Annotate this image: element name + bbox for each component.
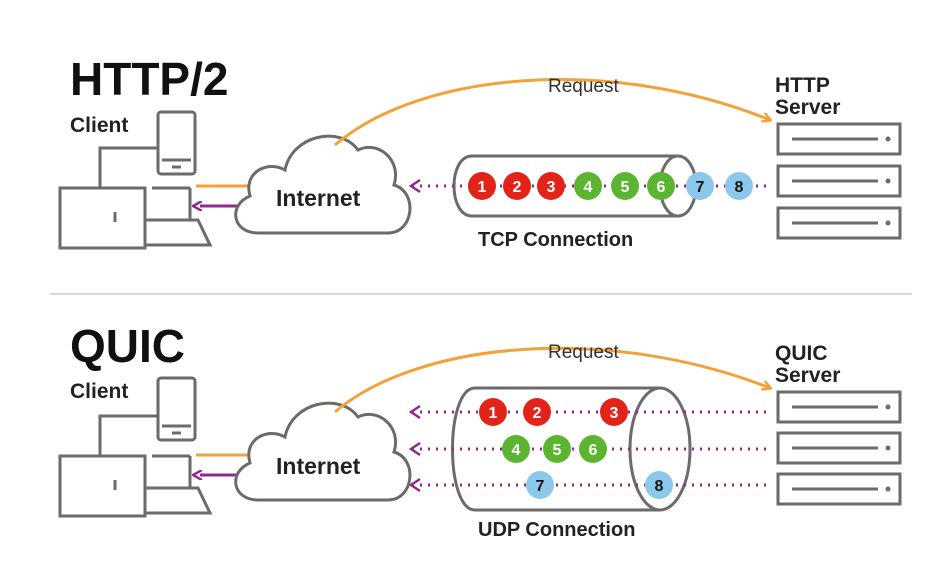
http2-title: HTTP/2 — [70, 53, 228, 105]
udp-packet-8-label: 8 — [655, 478, 664, 495]
tcp-packets: 1 2 3 4 5 6 7 8 — [468, 172, 753, 200]
udp-packet-5-circle — [543, 435, 571, 463]
quic-request-arrow — [334, 346, 770, 414]
tcp-packet-4: 4 — [574, 172, 602, 200]
tcp-packet-8-circle — [725, 172, 753, 200]
udp-packet-4-label: 4 — [512, 442, 521, 459]
tcp-packet-6-circle — [647, 172, 675, 200]
udp-packet-2-circle — [523, 398, 551, 426]
udp-packet-5-label: 5 — [553, 442, 562, 459]
tcp-packet-6: 6 — [647, 172, 675, 200]
udp-packet-4-circle — [502, 435, 530, 463]
tcp-packet-2-circle — [503, 172, 531, 200]
udp-packet-5: 5 — [543, 435, 571, 463]
udp-packet-6-circle — [579, 435, 607, 463]
tcp-packet-5-circle — [611, 172, 639, 200]
udp-packet-3-circle — [600, 398, 628, 426]
http2-internet-label: Internet — [276, 185, 361, 211]
udp-packet-7-label: 7 — [536, 478, 545, 495]
udp-packet-8-circle — [645, 471, 673, 499]
quic-section: QUIC Client Internet Request QUIC Server — [58, 320, 902, 541]
udp-packet-7: 7 — [526, 471, 554, 499]
tcp-packet-3-circle — [537, 172, 565, 200]
udp-stream-arrowhead-3 — [408, 477, 421, 493]
http2-server-icon: HTTP Server — [775, 74, 902, 240]
http2-server-label-line2: Server — [775, 96, 840, 119]
http2-internet-cloud: Internet — [234, 134, 412, 235]
udp-packet-7-circle — [526, 471, 554, 499]
udp-stream-arrowhead-1 — [408, 404, 421, 420]
http2-request-label: Request — [548, 76, 619, 97]
tcp-packet-5-label: 5 — [621, 179, 630, 196]
http2-section: HTTP/2 Client Internet Requ — [58, 53, 902, 251]
tcp-packet-3-label: 3 — [547, 179, 556, 196]
tcp-packet-3: 3 — [537, 172, 565, 200]
udp-packet-8: 8 — [645, 471, 673, 499]
quic-server-label-line1: QUIC — [775, 342, 828, 365]
tcp-packet-5: 5 — [611, 172, 639, 200]
udp-packet-1: 1 — [479, 398, 507, 426]
tcp-packet-7: 7 — [686, 172, 714, 200]
tcp-packet-1: 1 — [468, 172, 496, 200]
tcp-packet-7-circle — [686, 172, 714, 200]
udp-packet-4: 4 — [502, 435, 530, 463]
udp-packets: 1 2 3 4 5 6 7 8 — [479, 398, 673, 499]
udp-packet-6-label: 6 — [589, 442, 598, 459]
quic-client-label: Client — [70, 380, 128, 403]
tcp-packet-8: 8 — [725, 172, 753, 200]
udp-stream-lines — [408, 404, 770, 493]
tcp-packet-6-label: 6 — [657, 179, 666, 196]
tcp-packet-8-label: 8 — [735, 179, 744, 196]
tcp-packet-1-circle — [468, 172, 496, 200]
udp-packet-3-label: 3 — [610, 405, 619, 422]
tcp-response-arrowhead — [408, 178, 421, 194]
tcp-packet-2-label: 2 — [513, 179, 522, 196]
http2-client-label: Client — [70, 114, 128, 137]
quic-server-icon: QUIC Server — [775, 342, 902, 506]
udp-connection-label: UDP Connection — [478, 519, 635, 541]
http2-request-arrow — [334, 78, 770, 147]
udp-packet-2: 2 — [523, 398, 551, 426]
quic-request-label: Request — [548, 342, 619, 363]
tcp-packet-2: 2 — [503, 172, 531, 200]
udp-packet-1-circle — [479, 398, 507, 426]
http2-server-label-line1: HTTP — [775, 74, 830, 97]
tcp-packet-7-label: 7 — [696, 179, 705, 196]
quic-internet-cloud: Internet — [234, 401, 412, 502]
udp-packet-6: 6 — [579, 435, 607, 463]
udp-packet-1-label: 1 — [489, 405, 498, 422]
quic-title: QUIC — [70, 320, 185, 372]
udp-packet-3: 3 — [600, 398, 628, 426]
http2-client-icon: Client — [58, 110, 213, 250]
tcp-packet-1-label: 1 — [478, 179, 487, 196]
tcp-connection-label: TCP Connection — [478, 229, 633, 251]
quic-server-label-line2: Server — [775, 364, 840, 387]
udp-packet-2-label: 2 — [533, 405, 542, 422]
tcp-packet-4-label: 4 — [584, 179, 593, 196]
quic-internet-label: Internet — [276, 453, 361, 479]
udp-stream-arrowhead-2 — [408, 441, 421, 457]
tcp-packet-4-circle — [574, 172, 602, 200]
quic-client-icon: Client — [58, 376, 213, 518]
